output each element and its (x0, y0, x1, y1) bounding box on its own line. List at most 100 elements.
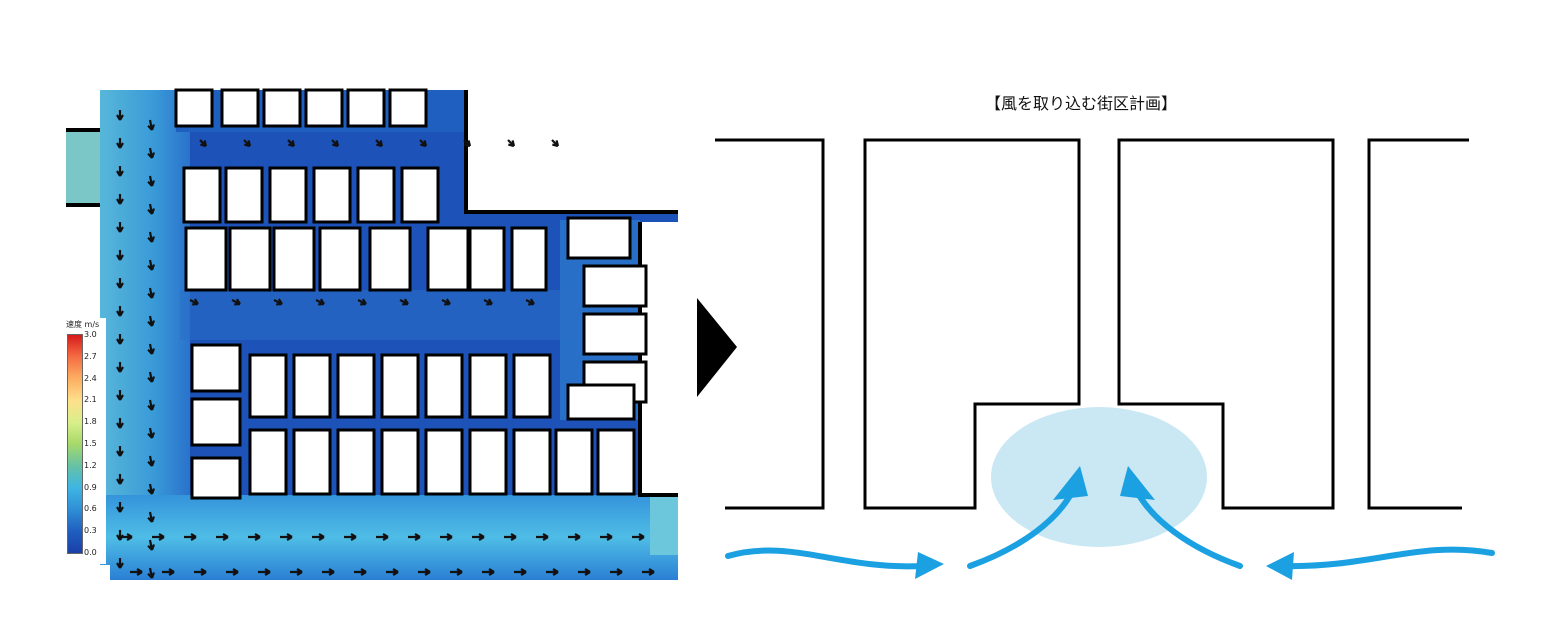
flow-arrow (116, 446, 124, 457)
building (312, 166, 352, 224)
flow-arrow (375, 139, 384, 148)
building (318, 226, 362, 292)
flow-arrow (147, 511, 155, 523)
flow-arrow (482, 568, 495, 576)
flow-arrow (418, 568, 431, 576)
building (248, 353, 288, 419)
flow-arrow (376, 533, 389, 541)
building (190, 397, 242, 447)
scheme-title: 【風を取り込む街区計画】 (985, 94, 1178, 113)
flow-arrow (399, 298, 409, 306)
flow-arrow (152, 533, 165, 541)
legend-tick: 2.7 (84, 351, 97, 361)
flow-arrow (116, 138, 124, 149)
flow-arrow (184, 533, 197, 541)
flow-arrow (331, 139, 340, 148)
building (174, 88, 214, 128)
flow-arrow (147, 147, 155, 159)
building (566, 383, 636, 421)
block-right (1367, 138, 1469, 510)
flow-arrow (116, 418, 124, 429)
building (566, 216, 632, 260)
flow-arrow (116, 306, 124, 317)
legend-tick: 2.1 (84, 395, 97, 405)
building (424, 353, 464, 419)
flow-arrow (322, 568, 335, 576)
flow-arrow (463, 139, 472, 148)
flow-arrow (287, 139, 296, 148)
wind-capture-zone (991, 407, 1207, 547)
flow-arrow (610, 568, 623, 576)
flow-arrow (120, 533, 133, 541)
flow-arrow (116, 558, 124, 569)
flow-arrow (147, 259, 155, 271)
building (468, 226, 506, 292)
building (220, 88, 260, 128)
flow-arrow (147, 371, 155, 383)
flow-arrow (441, 298, 451, 306)
building (356, 166, 396, 224)
legend-tick: 1.5 (84, 439, 97, 448)
flow-arrow (357, 298, 367, 306)
building (304, 88, 344, 128)
arrowhead-up-left (1053, 466, 1088, 500)
flow-arrow (408, 533, 421, 541)
flow-arrow (147, 175, 155, 187)
legend-tick: 3.0 (84, 330, 97, 339)
building (582, 264, 648, 308)
flow-arrow (116, 222, 124, 233)
flow-arrow (507, 139, 516, 148)
building-blocks (174, 88, 648, 500)
flow-arrow (162, 568, 175, 576)
wind-arrow-left (725, 547, 925, 570)
flow-arrow (116, 390, 124, 401)
building (224, 166, 264, 224)
flow-arrow (130, 568, 143, 576)
flow-arrow (116, 194, 124, 205)
flow-arrow (440, 533, 453, 541)
building (400, 166, 440, 224)
building (190, 343, 242, 393)
wind-simulation-map (66, 88, 678, 580)
flow-arrow (147, 343, 155, 355)
flow-arrow (147, 119, 155, 131)
block-outlines (715, 138, 1469, 510)
flow-arrow (147, 315, 155, 327)
flow-arrow (273, 298, 283, 306)
flow-arrow (116, 278, 124, 289)
legend-tick: 2.4 (84, 373, 97, 383)
flow-arrow (147, 567, 155, 579)
legend-header: 速度 m/s (66, 320, 100, 329)
building (190, 456, 242, 500)
flow-arrow (194, 568, 207, 576)
building (510, 226, 548, 292)
flow-arrow (315, 298, 325, 306)
flow-arrow (189, 298, 199, 306)
arrowhead-left (915, 552, 944, 579)
legend-tick: 1.2 (84, 460, 97, 470)
flow-arrow (504, 533, 517, 541)
building (380, 353, 420, 419)
flow-arrow (147, 483, 155, 495)
building (262, 88, 302, 128)
flow-arrow (642, 568, 655, 576)
flow-arrow (147, 287, 155, 299)
flow-arrow (116, 362, 124, 373)
flow-arrow (568, 533, 581, 541)
flow-arrow (525, 298, 535, 306)
flow-arrow (536, 533, 549, 541)
arrowhead-right (1266, 552, 1294, 580)
legend-tick: 1.8 (84, 417, 97, 427)
building (292, 428, 332, 496)
building (336, 428, 376, 496)
flow-arrow (147, 427, 155, 439)
flow-arrow (199, 139, 208, 148)
flow-arrow (116, 250, 124, 261)
building (468, 428, 508, 496)
legend-tick: 0.6 (84, 504, 97, 514)
flow-arrow (116, 474, 124, 485)
flow-arrow (386, 568, 399, 576)
flow-arrow (147, 539, 155, 551)
legend-tick: 0.9 (84, 482, 97, 492)
